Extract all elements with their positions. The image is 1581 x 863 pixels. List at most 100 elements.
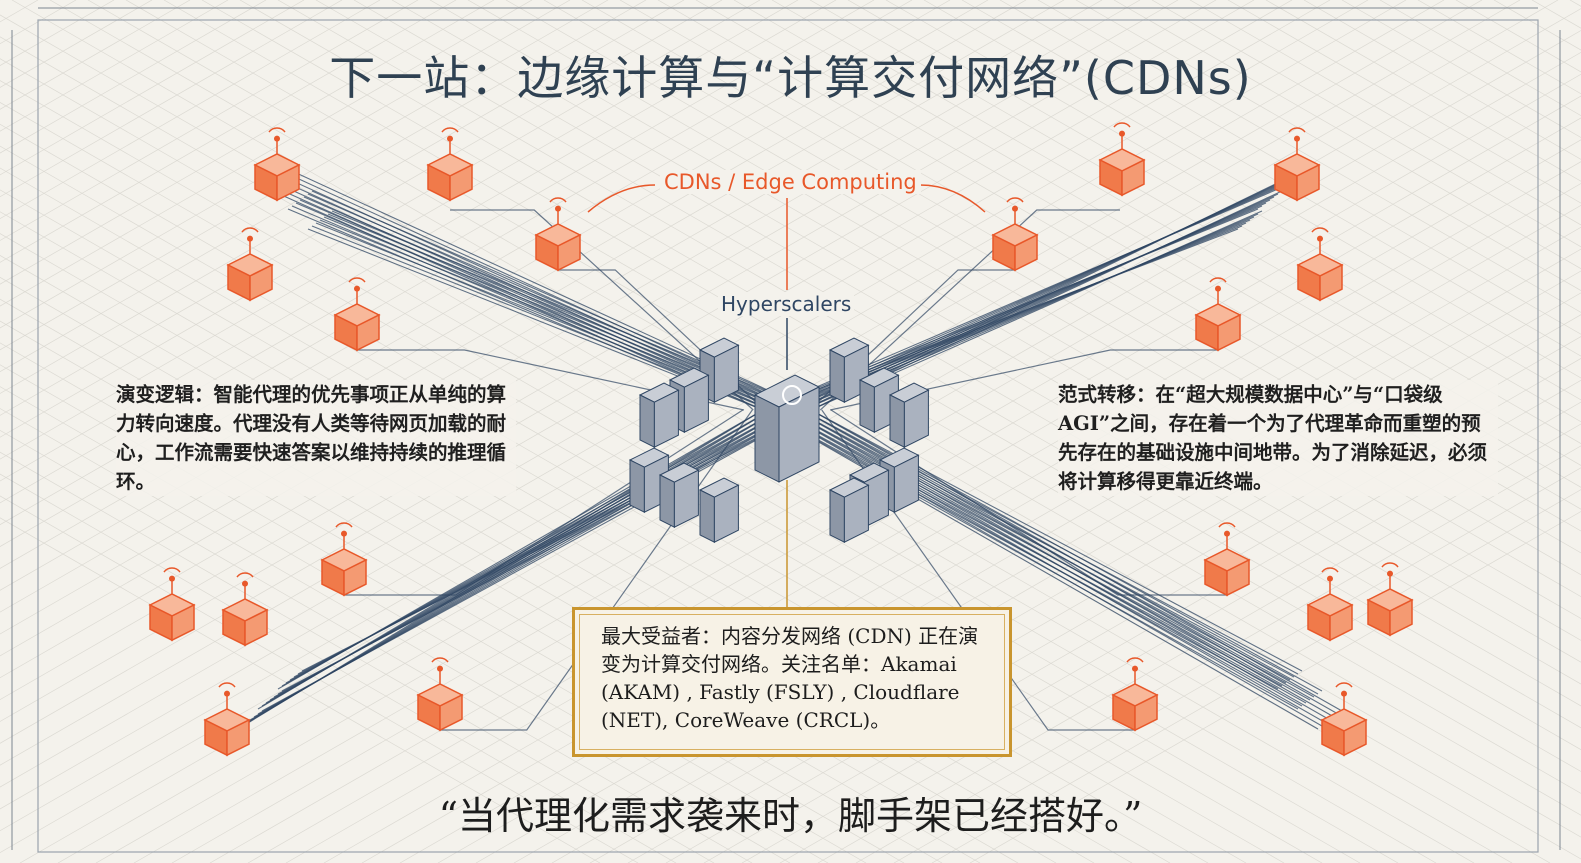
- grid-line: [0, 0, 1331, 766]
- grid-line: [771, 0, 1581, 466]
- beneficiaries-text: 最大受益者：内容分发网络 (CDN) 正在演变为计算交付网络。关注名单：Akam…: [601, 624, 979, 732]
- edge-server-icon: [171, 603, 195, 642]
- grid-line: [0, 0, 761, 438]
- connection-line: [301, 409, 812, 672]
- wifi-signal-icon: [1321, 567, 1339, 573]
- page-title: 下一站：边缘计算与“计算交付网络”(CDNs): [329, 51, 1252, 105]
- grid-line: [0, 0, 381, 220]
- power-icon: [782, 385, 802, 405]
- closing-quote: “当代理化需求袭来时，脚手架已经搭好。”: [438, 794, 1143, 838]
- antenna-icon: [1132, 665, 1138, 672]
- wifi-signal-icon: [163, 567, 181, 573]
- paradigm-shift-text: 范式转移：在“超大规模数据中心”与“口袋级AGI”之间，存在着一个为了代理革命而…: [1058, 380, 1498, 496]
- wifi-signal-icon: [1126, 657, 1144, 663]
- grid-line: [133, 30, 1581, 863]
- wifi-signal-icon: [268, 127, 286, 133]
- edge-server-icon: [343, 558, 367, 597]
- grid-line: [0, 102, 1323, 863]
- grid-line: [0, 0, 533, 307]
- antenna-icon: [224, 690, 230, 697]
- antenna-icon: [247, 235, 253, 242]
- server-rack-icon: [629, 459, 645, 514]
- grid-line: [0, 0, 419, 241]
- grid-line: [0, 123, 1285, 863]
- wifi-signal-icon: [1288, 127, 1306, 133]
- grid-line: [1113, 0, 1581, 270]
- beneficiaries-box: 最大受益者：内容分发网络 (CDN) 正在演变为计算交付网络。关注名单：Akam…: [572, 607, 1012, 757]
- server-rack-icon: [893, 454, 919, 514]
- edge-server-icon: [557, 233, 581, 272]
- antenna-icon: [1215, 285, 1221, 292]
- server-rack-icon: [889, 394, 905, 449]
- grid-line: [1189, 0, 1581, 226]
- grid-line: [0, 0, 457, 263]
- antenna-icon: [242, 580, 248, 587]
- edge-server-icon: [249, 263, 273, 302]
- grid-line: [847, 0, 1581, 423]
- server-rack-icon: [683, 374, 709, 434]
- grid-line: [277, 0, 1581, 751]
- wifi-signal-icon: [218, 682, 236, 688]
- grid-line: [1227, 0, 1581, 204]
- connection-line: [261, 409, 812, 712]
- antenna-icon: [274, 135, 280, 142]
- grid-line: [961, 0, 1581, 357]
- wifi-signal-icon: [335, 522, 353, 528]
- grid-line: [0, 0, 495, 285]
- server-rack-icon: [843, 484, 869, 544]
- connector-line: [587, 184, 656, 213]
- server-rack-icon: [829, 489, 845, 544]
- wifi-signal-icon: [236, 572, 254, 578]
- grid-line: [0, 0, 343, 198]
- grid-line: [0, 0, 1293, 744]
- grid-line: [0, 0, 609, 351]
- connection-line: [830, 409, 1228, 596]
- connection-line: [794, 409, 1295, 678]
- edge-server-icon: [276, 163, 300, 202]
- grid-line: [1151, 0, 1581, 248]
- edge-server-icon: [1134, 693, 1158, 732]
- wifi-signal-icon: [441, 127, 459, 133]
- grid-line: [1569, 0, 1581, 7]
- edge-server-icon: [1319, 263, 1343, 302]
- grid-line: [999, 0, 1581, 335]
- wifi-signal-icon: [431, 657, 449, 663]
- wifi-signal-icon: [1113, 122, 1131, 128]
- server-rack-icon: [778, 386, 820, 483]
- antenna-icon: [1294, 135, 1300, 142]
- edge-server-icon: [1121, 158, 1145, 197]
- hyperscalers-label: Hyperscalers: [718, 292, 855, 316]
- grid-line: [0, 14, 1475, 863]
- edge-server-icon: [1296, 163, 1320, 202]
- edge-server-icon: [1014, 233, 1038, 272]
- antenna-icon: [354, 285, 360, 292]
- connection-line: [778, 409, 1287, 684]
- edge-server-icon: [1329, 603, 1353, 642]
- connection-line: [770, 409, 1283, 687]
- edge-server-icon: [356, 313, 380, 352]
- grid-line: [285, 117, 1581, 863]
- server-rack-icon: [754, 394, 780, 483]
- server-rack-icon: [829, 349, 845, 404]
- antenna-icon: [1012, 205, 1018, 212]
- wifi-signal-icon: [549, 197, 567, 203]
- grid-line: [1037, 0, 1581, 313]
- grid-line: [931, 489, 1581, 863]
- edge-server-icon: [1226, 558, 1250, 597]
- grid-line: [0, 0, 1445, 832]
- grid-line: [0, 80, 1361, 863]
- server-rack-icon: [639, 394, 655, 449]
- grid-line: [817, 423, 1581, 863]
- wifi-signal-icon: [348, 277, 366, 283]
- wifi-signal-icon: [241, 227, 259, 233]
- grid-line: [0, 0, 799, 460]
- wifi-signal-icon: [1209, 277, 1227, 283]
- edge-server-icon: [1389, 598, 1413, 637]
- grid-line: [201, 0, 1581, 794]
- grid-line: [0, 0, 647, 373]
- grid-line: [0, 408, 791, 863]
- connection-line: [281, 409, 812, 692]
- antenna-icon: [1224, 530, 1230, 537]
- connection-line: [762, 409, 1299, 710]
- grid-line: [779, 401, 1581, 863]
